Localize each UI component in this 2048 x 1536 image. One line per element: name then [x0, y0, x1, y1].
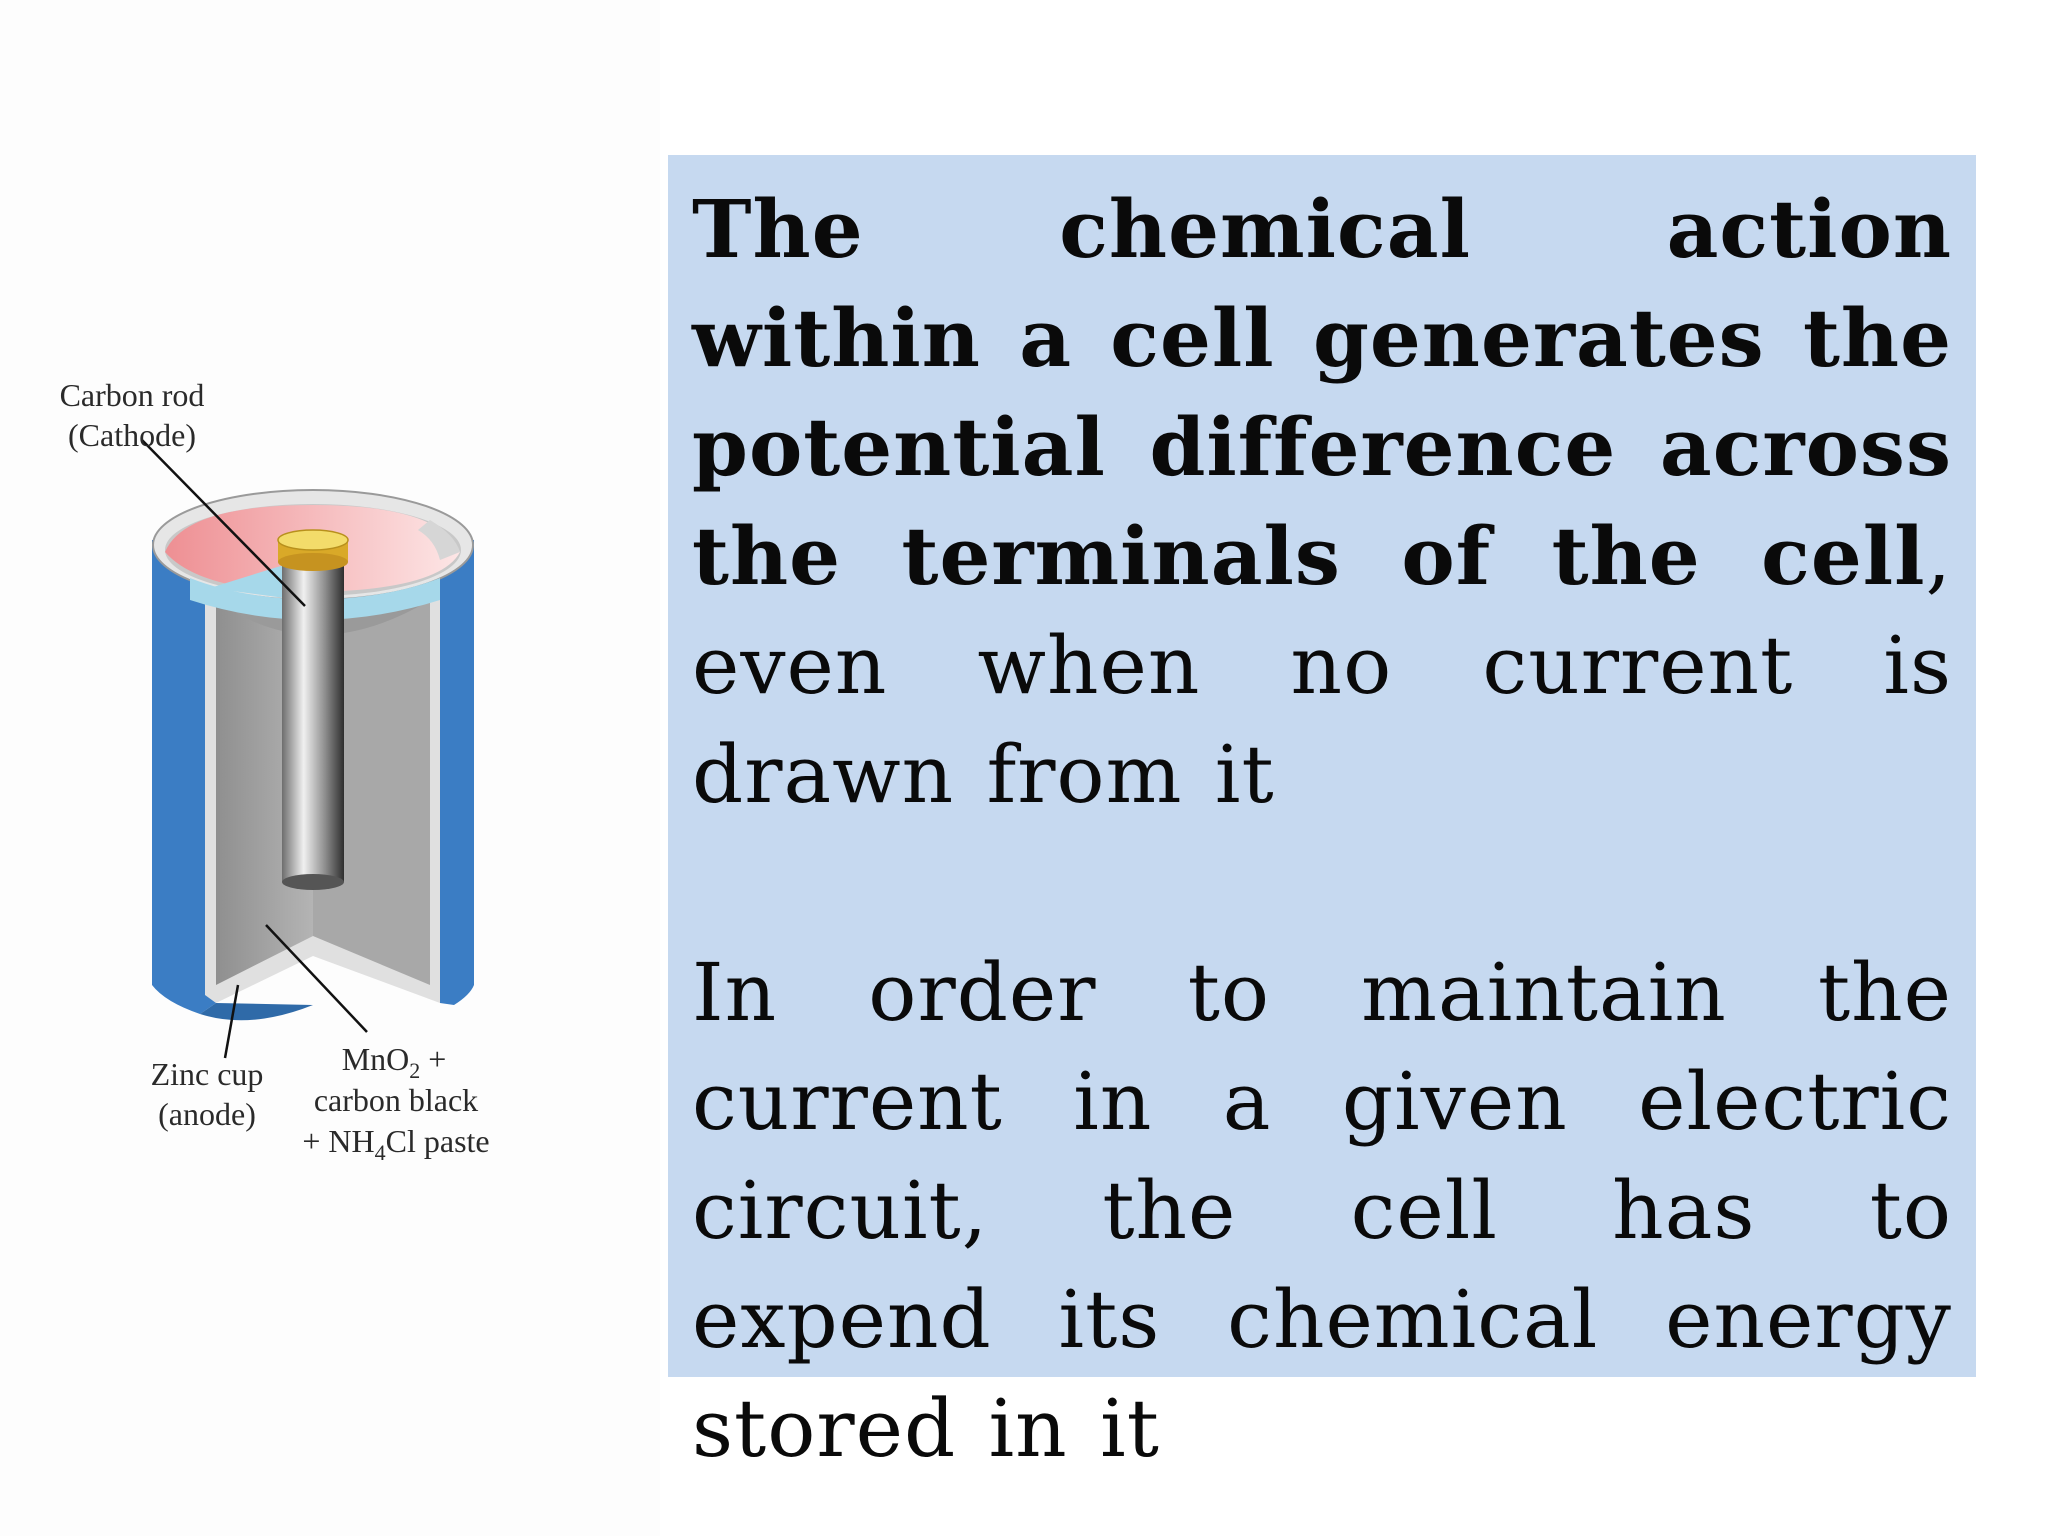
paragraph-chemical-energy: In order to maintain the current in a gi… [692, 946, 1952, 1475]
cathode-label: (Cathode) [68, 417, 196, 453]
carbon-rod-label: Carbon rod [60, 377, 205, 413]
paragraph-potential-difference: The chemical action within a cell genera… [692, 175, 1952, 829]
statement-continuation: , even when no current is drawn from it [692, 510, 1952, 821]
electrolyte-layer [190, 578, 440, 620]
paste-label-line1: MnO2 + [342, 1041, 447, 1083]
paste-label-line3: + NH4Cl paste [302, 1123, 489, 1165]
paste-label-line2: carbon black [314, 1082, 478, 1118]
bold-statement: The chemical action within a cell genera… [692, 182, 1952, 603]
anode-label: (anode) [158, 1096, 256, 1132]
zinc-cup-label: Zinc cup [151, 1056, 264, 1092]
dry-cell-illustration: Carbon rod (Cathode) Zinc cup (anode) Mn… [60, 377, 490, 1165]
zinc-cup-right-wall [440, 540, 474, 1005]
paste-pointer [265, 924, 368, 1033]
paragraph-spacer [692, 829, 1952, 938]
zinc-cup-pointer [223, 984, 240, 1059]
explanation-text-box: The chemical action within a cell genera… [668, 155, 1976, 1475]
dry-cell-diagram: Carbon rod (Cathode) Zinc cup (anode) Mn… [0, 0, 660, 1536]
carbon-rod-pointer [141, 439, 306, 607]
zinc-cup-left-wall [152, 540, 216, 1014]
carbon-rod [282, 552, 344, 882]
